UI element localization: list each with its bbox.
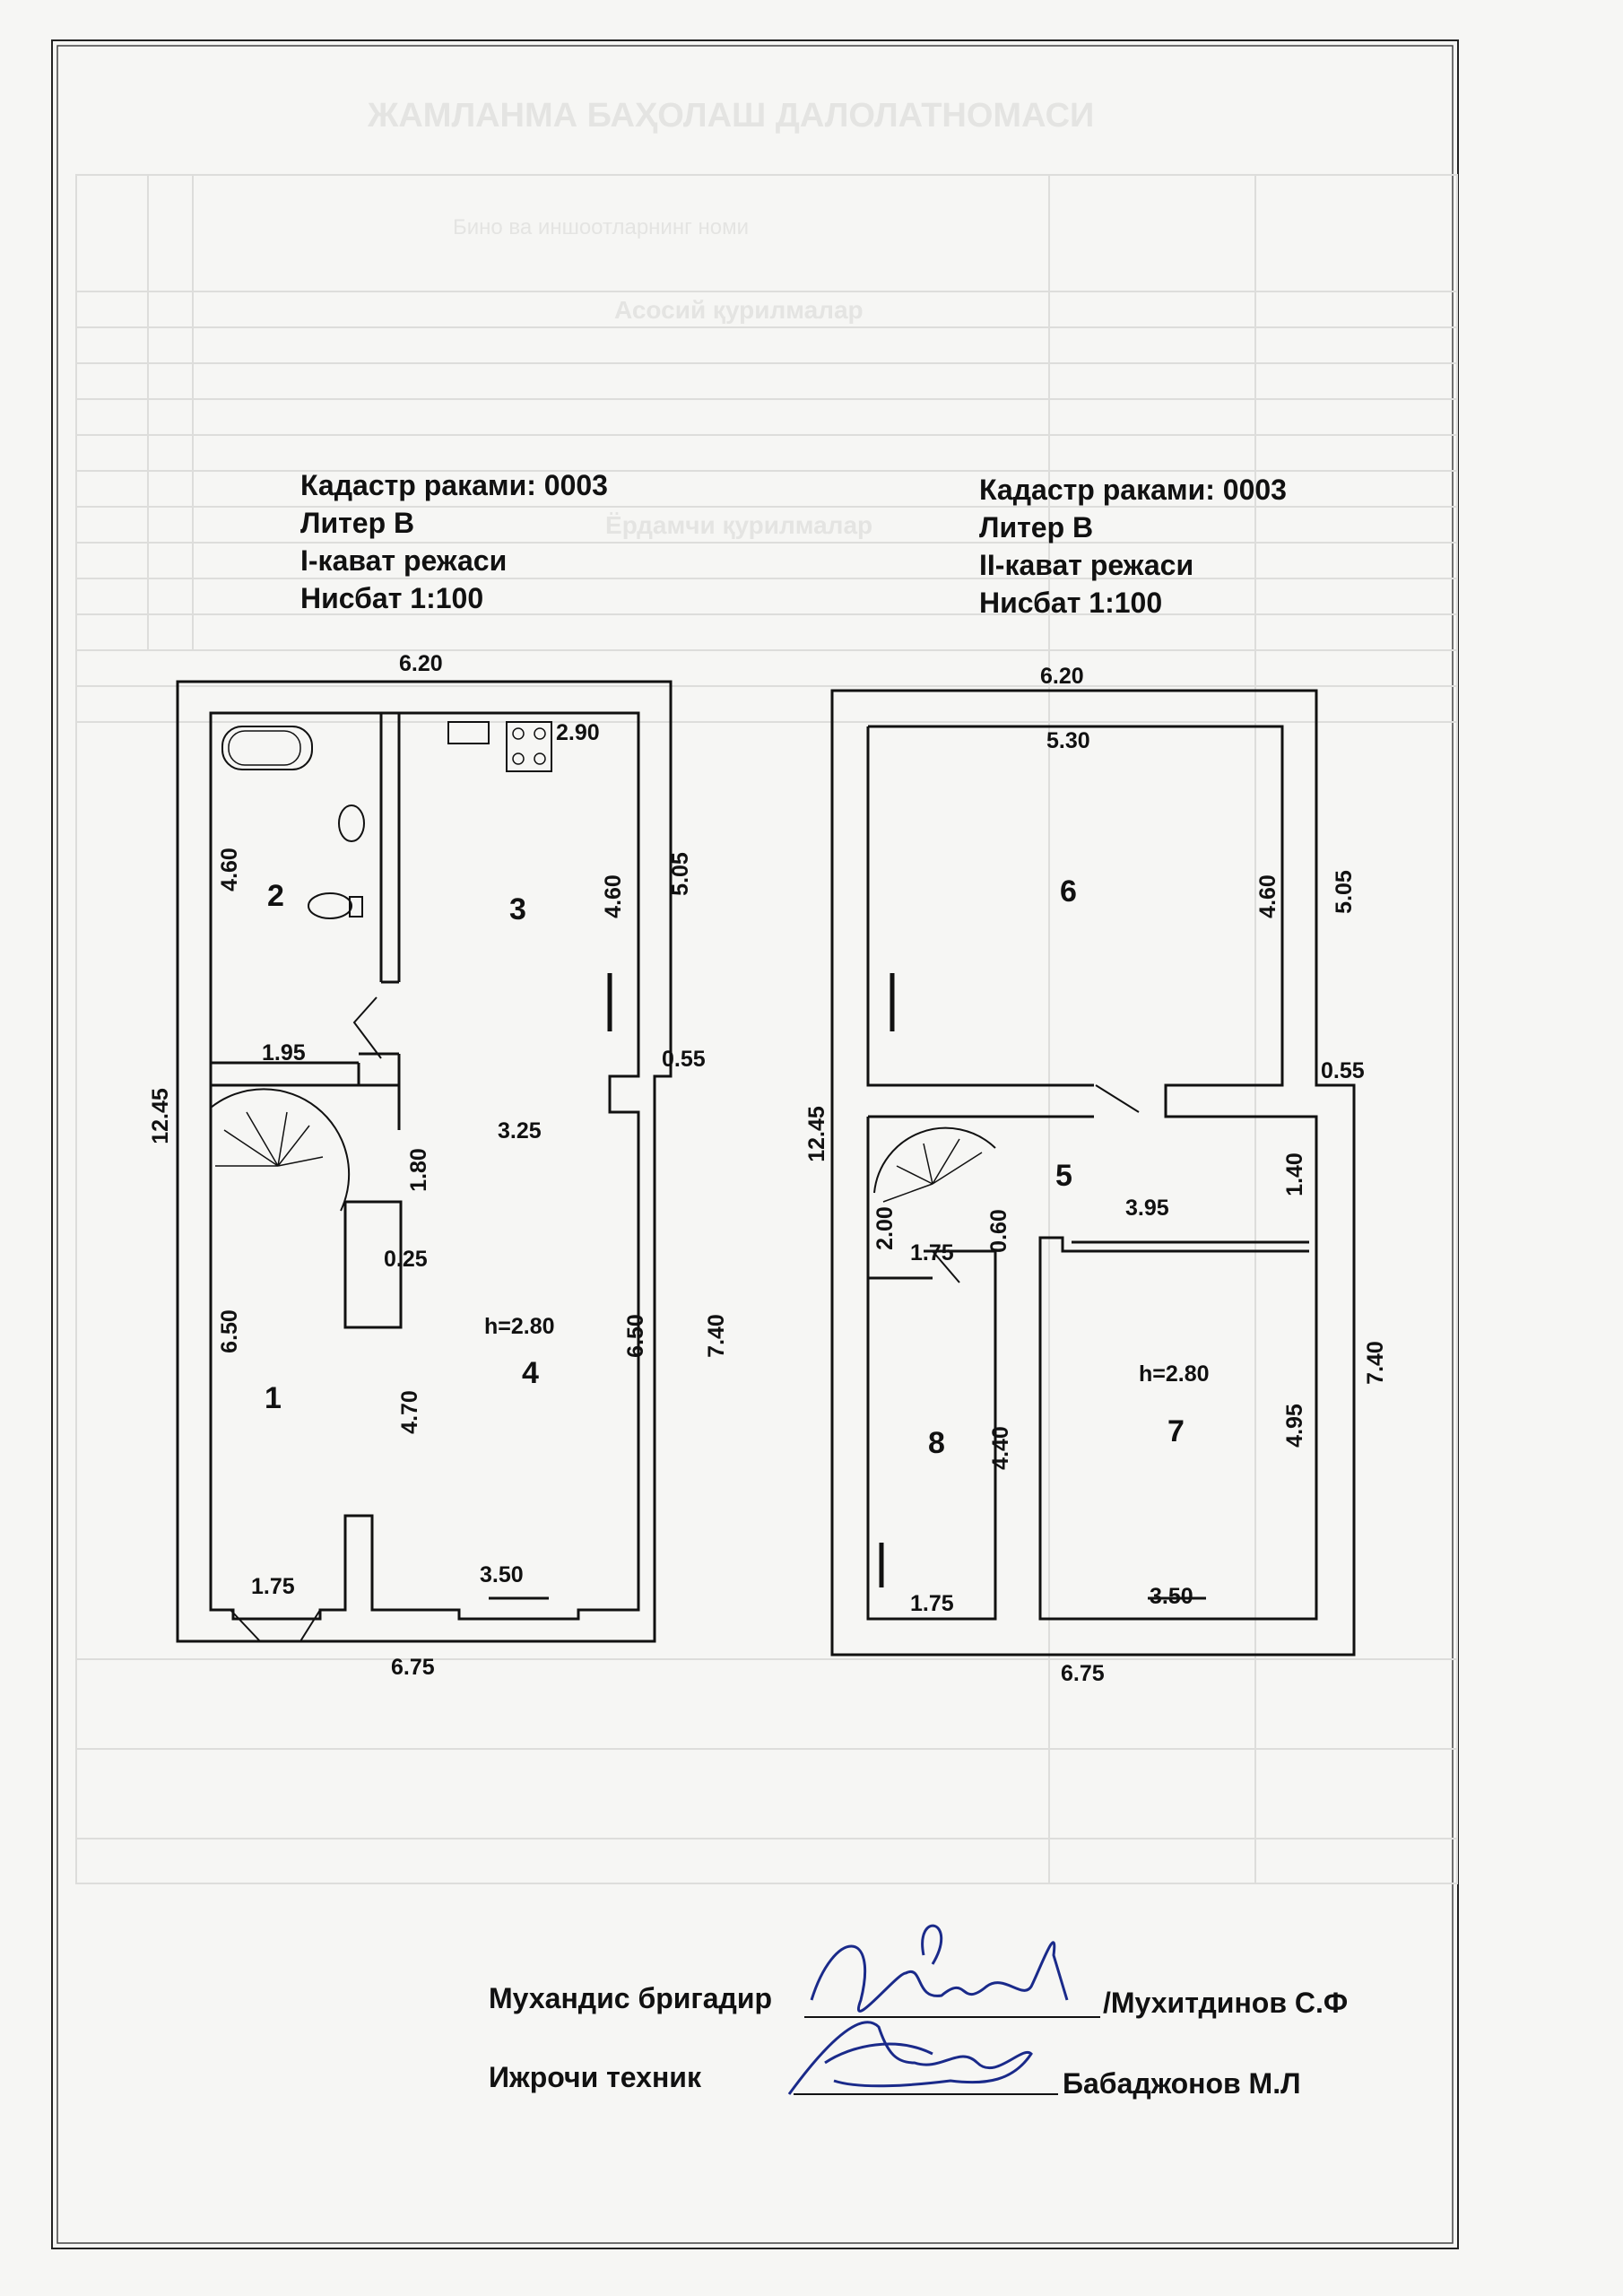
technician-role: Ижрочи техник (489, 2061, 701, 2093)
plan2-height: h=2.80 (1139, 1361, 1210, 1387)
plan2-dim-200: 2.00 (872, 1206, 898, 1250)
plan2-cadastre: Кадастр раками: 0003 (979, 474, 1287, 506)
plan1-outer-wall (176, 680, 673, 1643)
plan2-dim-460: 4.60 (1254, 874, 1280, 918)
sink-icon (338, 804, 365, 842)
room-4: 4 (522, 1356, 539, 1390)
room-1: 1 (265, 1381, 282, 1415)
faded-act-title: ЖАМЛАНМА БАҲОЛАШ ДАЛОЛАТНОМАСИ (368, 97, 1095, 135)
engineer-role: Мухандис бригадир (489, 1982, 773, 2014)
stove-icon (506, 721, 552, 772)
plan2-dim-350: 3.50 (1150, 1584, 1193, 1609)
plan2-scale: Нисбат 1:100 (979, 587, 1163, 619)
faded-column-name: Бино ва иншоотларнинг номи (453, 215, 750, 239)
spiral-stair-2 (873, 1126, 996, 1194)
plan2-dim-140: 1.40 (1281, 1152, 1307, 1196)
plan1-dim-505: 5.05 (667, 852, 693, 896)
plan1-dim-bottom: 6.75 (391, 1655, 435, 1680)
faded-table-grid (75, 174, 1458, 1884)
plan1-floor: I-кават режаси (300, 544, 508, 577)
plan1-cadastre: Кадастр раками: 0003 (300, 469, 608, 501)
plan2-dim-top: 6.20 (1040, 664, 1084, 689)
plan2-dim-bottom: 6.75 (1061, 1661, 1105, 1686)
plan2-dim-175b: 1.75 (910, 1591, 954, 1616)
plan1-height: h=2.80 (484, 1314, 555, 1339)
plan1-dim-290: 2.90 (556, 720, 600, 745)
plan2-outer-wall (830, 689, 1356, 1657)
signature-technician (787, 2021, 1033, 2095)
plan1-dim-195: 1.95 (262, 1040, 306, 1065)
plan2-dim-1245: 12.45 (803, 1106, 829, 1162)
plan2-liter: Литер В (979, 511, 1094, 544)
page-frame-inner (56, 45, 1454, 2244)
room-2: 2 (267, 879, 284, 913)
plan2-dim-175a: 1.75 (910, 1240, 954, 1265)
room-7: 7 (1167, 1414, 1185, 1448)
plan2-dim-055: 0.55 (1321, 1058, 1365, 1083)
plan1-dim-740: 7.40 (703, 1314, 729, 1358)
plan2-inner-wall (868, 725, 1318, 1621)
plan1-dim-350: 3.50 (480, 1562, 524, 1587)
plan1-dim-180: 1.80 (405, 1148, 431, 1192)
plan1-inner-wall (209, 711, 640, 1621)
plan2-dim-495: 4.95 (1281, 1404, 1307, 1448)
faded-section-main: Асосий қурилмалар (614, 296, 864, 324)
room-8: 8 (928, 1426, 945, 1460)
floor-plan-2 (830, 689, 1356, 1657)
plan1-dim-055: 0.55 (662, 1047, 706, 1072)
plan1-dim-025: 0.25 (384, 1247, 428, 1272)
plan1-dim-1245: 12.45 (147, 1088, 173, 1144)
kitchen-sink-icon (447, 721, 490, 744)
floor-plan-1 (176, 680, 673, 1643)
plan2-floor: II-кават режаси (979, 549, 1194, 581)
plan1-dim-top: 6.20 (399, 651, 443, 676)
plan2-dim-440: 4.40 (987, 1426, 1013, 1470)
engineer-name: /Мухитдинов С.Ф (1103, 1987, 1349, 2019)
plan1-dim-460a: 4.60 (216, 848, 242, 891)
bathtub-icon (221, 726, 313, 770)
plan1-dim-325: 3.25 (498, 1118, 542, 1144)
room-3: 3 (509, 892, 526, 926)
plan1-liter: Литер В (300, 507, 415, 539)
signature-engineer (810, 1924, 1069, 2013)
plan1-dim-650b: 6.50 (622, 1314, 648, 1358)
plan2-dim-530: 5.30 (1046, 728, 1090, 753)
plan2-header: Кадастр раками: 0003 Литер В II-кават ре… (979, 471, 1287, 622)
plan2-dim-505: 5.05 (1331, 870, 1357, 914)
room-6: 6 (1060, 874, 1077, 909)
plan2-dim-740: 7.40 (1362, 1341, 1388, 1385)
plan1-dim-460b: 4.60 (600, 874, 626, 918)
room-5: 5 (1055, 1159, 1072, 1193)
plan1-header: Кадастр раками: 0003 Литер В I-кават реж… (300, 466, 608, 617)
faded-section-aux: Ёрдамчи қурилмалар (605, 511, 873, 539)
plan1-scale: Нисбат 1:100 (300, 582, 484, 614)
plan2-dim-395: 3.95 (1125, 1196, 1169, 1221)
plan1-dim-470: 4.70 (396, 1390, 422, 1434)
spiral-stair-1 (210, 1088, 351, 1212)
plan2-dim-060: 0.60 (985, 1209, 1011, 1253)
plan1-dim-175: 1.75 (251, 1574, 295, 1599)
plan1-dim-650a: 6.50 (216, 1309, 242, 1353)
page-frame-outer (51, 39, 1459, 2249)
technician-name: Бабаджонов М.Л (1063, 2067, 1301, 2100)
toilet-icon (308, 892, 352, 919)
